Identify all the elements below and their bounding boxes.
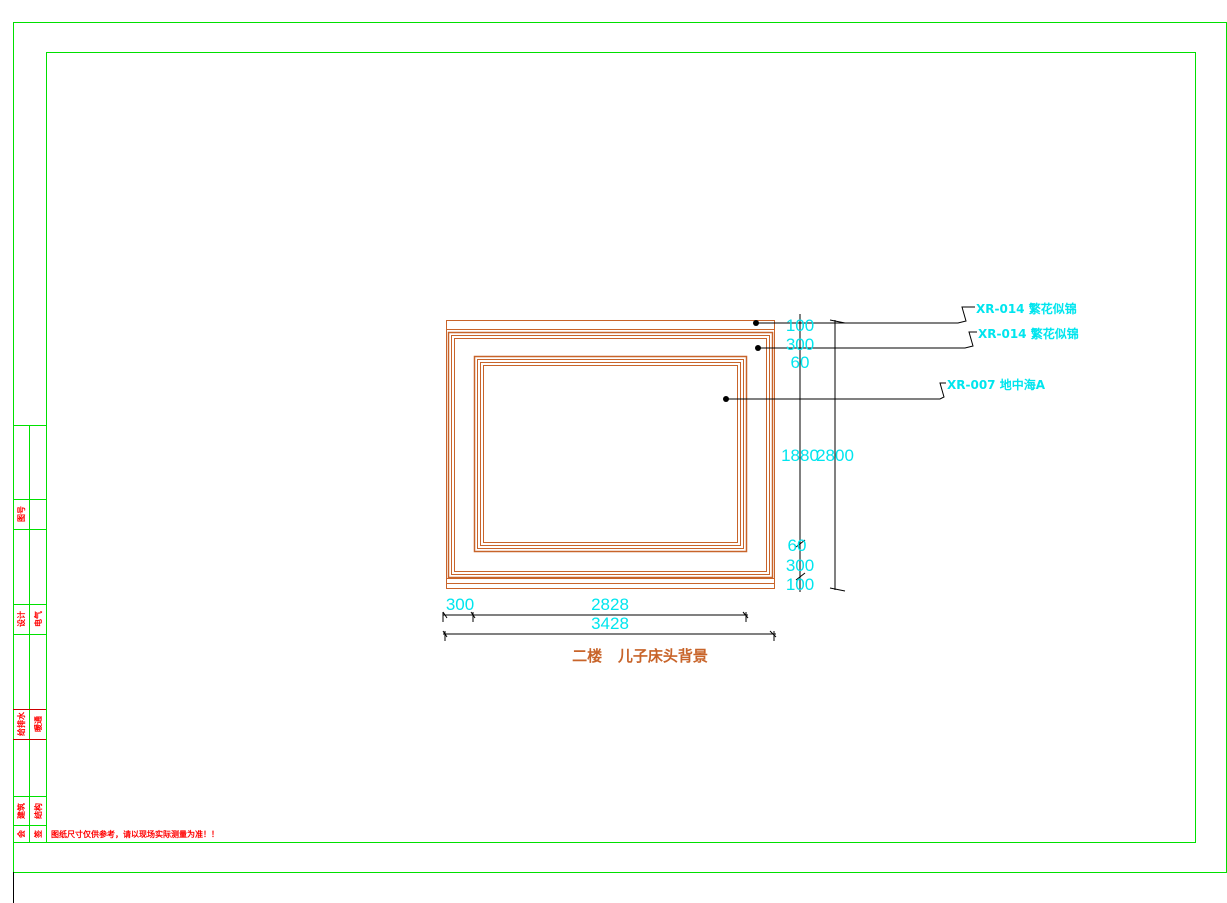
- drawing-title: 二楼 儿子床头背景: [572, 647, 708, 665]
- dimension-texts: 100 300 60 1880 60 300 100 2800 300 2828…: [446, 316, 854, 633]
- cell-electrical: 电气: [33, 611, 43, 627]
- leader-dot: [753, 320, 759, 326]
- cell-drawing-no: 图号: [17, 506, 26, 522]
- dim-overall-height: 2800: [816, 446, 854, 465]
- leader-dot: [723, 396, 729, 402]
- leader-dot: [755, 345, 761, 351]
- sheet-border: [13, 22, 1227, 873]
- dim-1880: 1880: [781, 446, 819, 465]
- dim-bottom-300: 300: [786, 556, 814, 575]
- dim-top-100: 100: [786, 316, 814, 335]
- disclaimer-note: 图纸尺寸仅供参考，请以现场实际测量为准！！: [51, 829, 219, 839]
- cell-architecture: 建筑: [16, 803, 26, 820]
- cell-countersign-1: 会: [16, 830, 26, 838]
- cell-design: 设计: [16, 611, 26, 627]
- cell-countersign-2: 签: [33, 829, 43, 839]
- dim-top-300: 300: [786, 335, 814, 354]
- dim-top-60: 60: [791, 353, 810, 372]
- material-leaders: [726, 306, 977, 400]
- bed-headboard-elevation: [446, 320, 775, 589]
- dim-overall-width: 3428: [591, 614, 629, 633]
- cell-plumbing: 给排水: [16, 711, 26, 736]
- title-block: [13, 425, 46, 842]
- title-block-labels: 图号 设计 电气 给排水 暖通 建筑 结构 会 签 图纸尺寸仅供参考，请以现场实…: [16, 506, 219, 839]
- dim-bottom-100: 100: [786, 575, 814, 594]
- cell-structure: 结构: [33, 803, 43, 819]
- dim-left-300: 300: [446, 595, 474, 614]
- dimension-lines: [442, 314, 846, 641]
- material-label-1: XR-014 繁花似锦: [976, 301, 1077, 316]
- material-label-3: XR-007 地中海A: [947, 377, 1046, 392]
- cell-hvac: 暖通: [33, 716, 43, 732]
- dim-bottom-60: 60: [788, 536, 807, 555]
- material-label-2: XR-014 繁花似锦: [978, 326, 1079, 341]
- dim-2828: 2828: [591, 595, 629, 614]
